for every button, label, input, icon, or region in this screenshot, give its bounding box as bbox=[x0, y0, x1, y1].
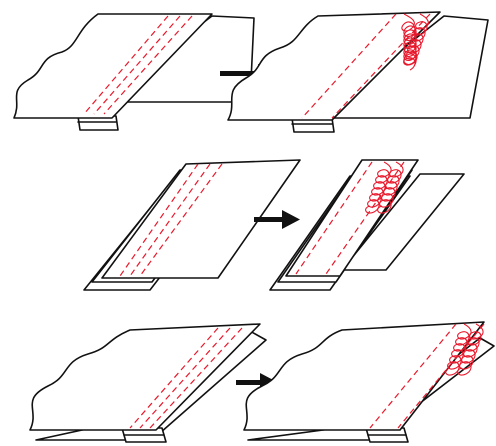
row-2-before bbox=[83, 159, 301, 291]
stitch-line bbox=[325, 161, 405, 275]
row-3-before bbox=[29, 323, 267, 443]
stitch-line bbox=[295, 161, 373, 275]
stitch-guide-line bbox=[83, 15, 169, 115]
row-1-after bbox=[227, 11, 489, 133]
overlock-loops bbox=[445, 323, 472, 376]
stitch-guide-line bbox=[149, 327, 243, 429]
stitch-guide-line bbox=[129, 327, 219, 429]
stitch-guide-line bbox=[139, 163, 223, 277]
stitch-guide-lines bbox=[83, 15, 193, 115]
fabric-top-layer bbox=[13, 13, 213, 119]
row-3-after bbox=[243, 321, 495, 443]
stitch-guide-lines bbox=[129, 327, 243, 429]
stitch-line bbox=[301, 13, 397, 119]
stitch-guide-line bbox=[119, 163, 199, 277]
stitch-line bbox=[369, 323, 457, 429]
stitch-guide-line bbox=[129, 163, 211, 277]
overlock-stitch-band bbox=[369, 323, 485, 429]
stitch-guide-line bbox=[93, 15, 181, 115]
overlock-loops bbox=[365, 161, 392, 214]
row-1 bbox=[13, 11, 489, 133]
overlock-stitch-band bbox=[295, 161, 405, 275]
fabric-top-layer bbox=[227, 11, 441, 121]
row-3 bbox=[29, 321, 495, 443]
stitch-line bbox=[397, 323, 485, 429]
row-1-before bbox=[13, 13, 255, 131]
fabric-top-layer bbox=[101, 159, 301, 279]
row-2 bbox=[83, 159, 465, 291]
row-2-after bbox=[269, 159, 465, 291]
fabric-top-layer bbox=[29, 323, 261, 431]
fabric-top-layer bbox=[243, 321, 485, 431]
right-arrow-icon bbox=[254, 210, 300, 229]
stitch-guide-line bbox=[103, 15, 193, 115]
fabric-right-panel bbox=[341, 173, 465, 271]
overlock-stitch-band bbox=[301, 13, 431, 119]
stitch-guide-line bbox=[139, 327, 231, 429]
overlock-loops bbox=[457, 323, 484, 376]
overlock-loops bbox=[403, 13, 429, 71]
stitch-guide-lines bbox=[119, 163, 223, 277]
overlock-loops bbox=[377, 161, 404, 214]
